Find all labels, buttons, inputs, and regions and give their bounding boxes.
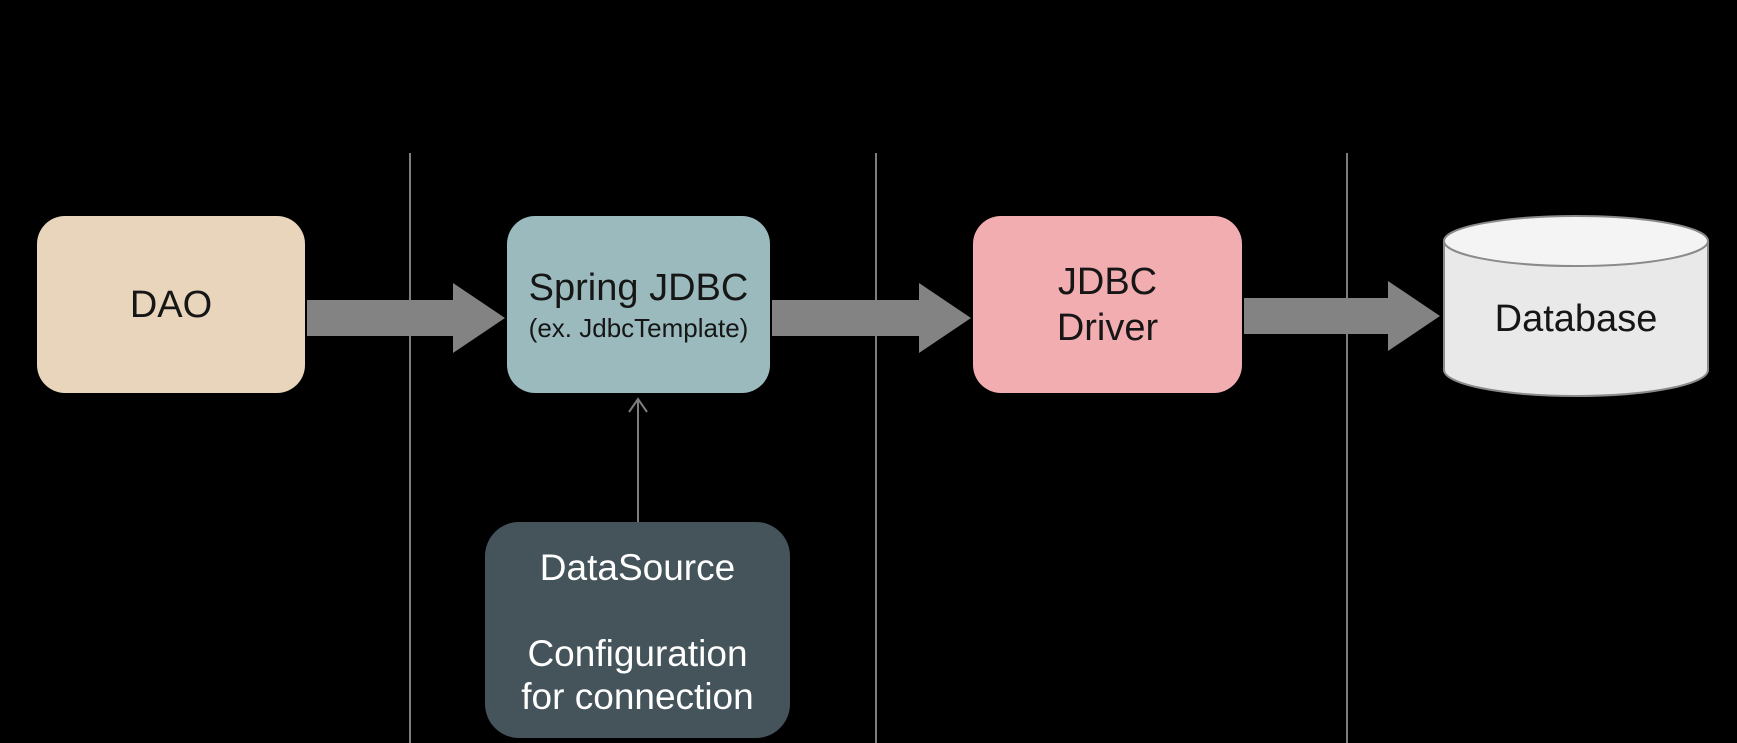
datasource-label: DataSource [539, 547, 736, 588]
datasource-config-line1: Configuration [527, 633, 748, 674]
datasource-node: DataSource Configuration for connection [485, 522, 790, 738]
arrow-head-icon [453, 283, 505, 353]
spring-jdbc-node: Spring JDBC (ex. JdbcTemplate) [507, 216, 770, 393]
arrow-shaft [772, 300, 921, 336]
jdbc-driver-node: JDBC Driver [973, 216, 1242, 393]
spring-jdbc-label: Spring JDBC [528, 266, 749, 309]
jdbc-driver-label-line2: Driver [1056, 306, 1159, 349]
datasource-config-line2: for connection [521, 676, 754, 717]
column-divider-1 [409, 153, 411, 743]
column-divider-2 [875, 153, 877, 743]
arrow-head-icon [919, 283, 971, 353]
database-cylinder-icon [1443, 215, 1709, 397]
dao-node: DAO [37, 216, 305, 393]
arrow-springjdbc-to-jdbcdriver [772, 283, 971, 353]
dao-label: DAO [129, 283, 213, 326]
database-label: Database [1494, 298, 1658, 340]
jdbc-driver-label-line1: JDBC [1057, 260, 1158, 303]
arrow-head-icon [1388, 281, 1440, 351]
column-divider-3 [1346, 153, 1348, 743]
arrow-jdbcdriver-to-database [1244, 281, 1440, 351]
arrow-dao-to-springjdbc [307, 283, 505, 353]
arrow-shaft [1244, 298, 1390, 334]
arrow-datasource-to-springjdbc [628, 397, 648, 522]
spring-jdbc-sublabel: (ex. JdbcTemplate) [528, 312, 749, 343]
database-node: Database [1442, 214, 1710, 398]
arrow-shaft [307, 300, 455, 336]
